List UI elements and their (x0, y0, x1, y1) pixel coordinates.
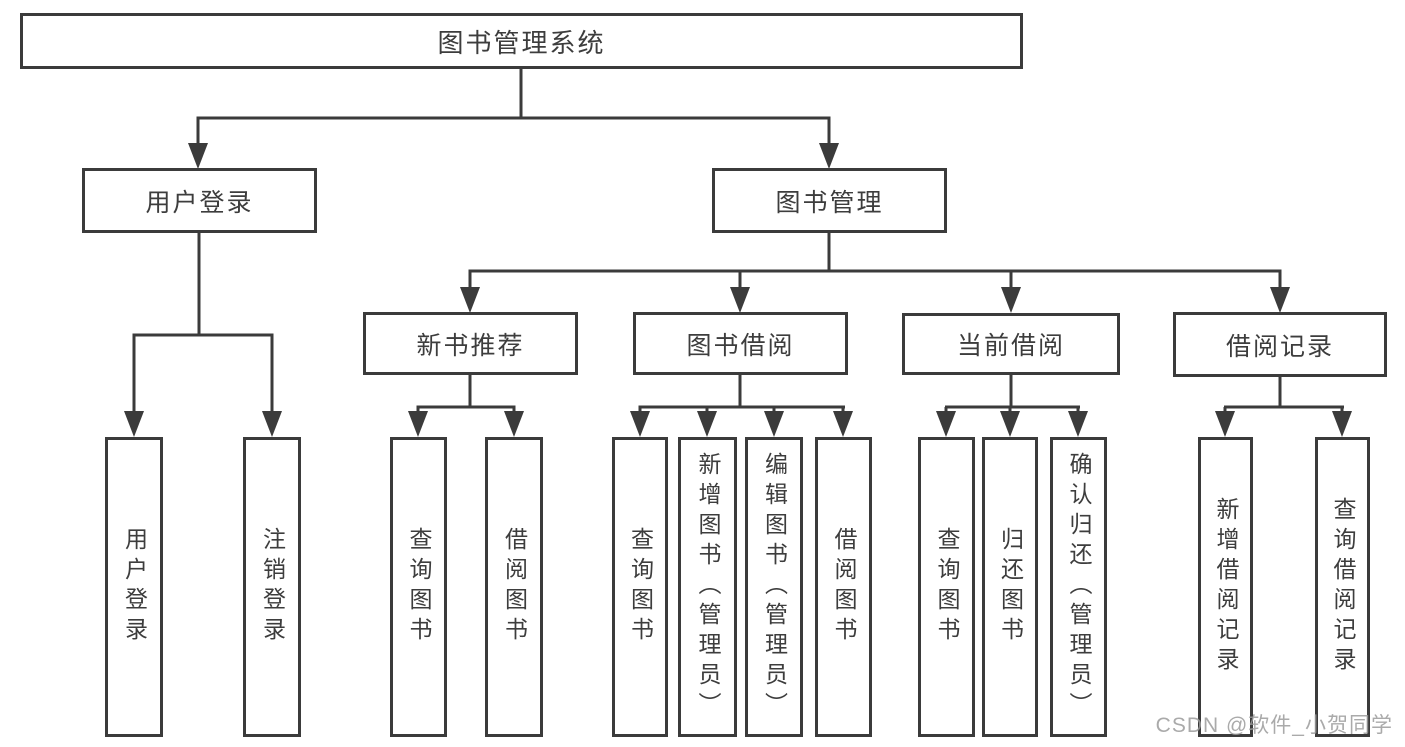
leaf-borrow-book-2: 借阅图书 (815, 437, 872, 737)
leaf-query-book-2: 查询图书 (612, 437, 668, 737)
leaf-confirm-return-admin: 确认归还（管理员） (1050, 437, 1107, 737)
connector-user-login-children (124, 233, 282, 437)
connector-root-to-level2 (188, 69, 839, 169)
leaf-add-book-admin: 新增图书（管理员） (678, 437, 737, 737)
leaf-query-book-1: 查询图书 (390, 437, 447, 737)
leaf-add-borrow-record: 新增借阅记录 (1198, 437, 1253, 737)
leaf-query-borrow-record: 查询借阅记录 (1315, 437, 1370, 737)
node-new-book-recommend: 新书推荐 (363, 312, 578, 375)
connector-current-borrow-children (936, 375, 1088, 437)
node-user-login: 用户登录 (82, 168, 317, 233)
leaf-query-book-3: 查询图书 (918, 437, 975, 737)
leaf-logout: 注销登录 (243, 437, 301, 737)
leaf-user-login: 用户登录 (105, 437, 163, 737)
node-book-management: 图书管理 (712, 168, 947, 233)
node-borrow-record: 借阅记录 (1173, 312, 1387, 377)
connector-book-borrow-children (630, 375, 853, 437)
leaf-borrow-book-1: 借阅图书 (485, 437, 543, 737)
connector-new-book-children (408, 375, 524, 437)
csdn-watermark: CSDN @软件_小贺同学 (1155, 714, 1393, 737)
node-book-borrow: 图书借阅 (633, 312, 848, 375)
leaf-return-book: 归还图书 (982, 437, 1038, 737)
connector-borrow-record-children (1215, 377, 1352, 437)
node-current-borrow: 当前借阅 (902, 313, 1120, 375)
connector-book-mgmt-children (460, 233, 1290, 313)
leaf-edit-book-admin: 编辑图书（管理员） (745, 437, 803, 737)
node-library-management-system: 图书管理系统 (20, 13, 1023, 69)
